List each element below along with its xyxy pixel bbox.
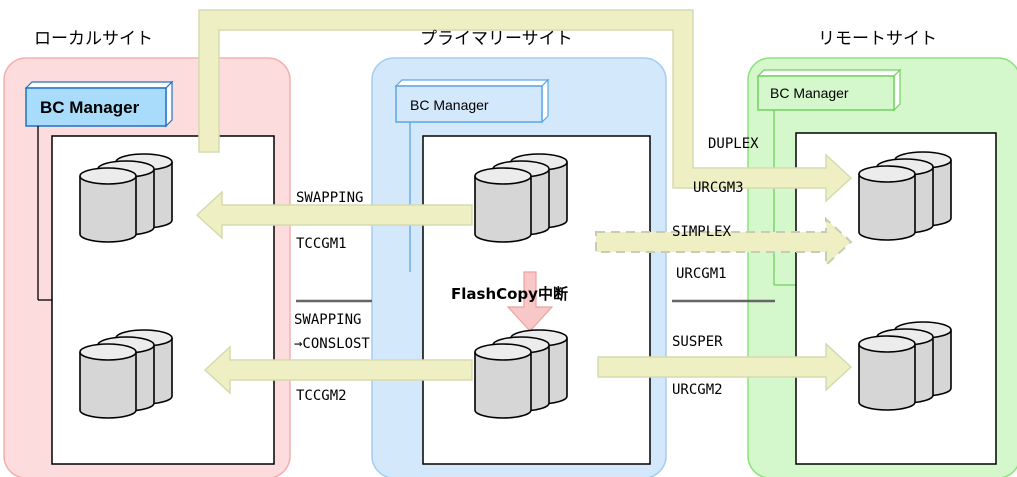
label-urcgm2: URCGM2: [672, 382, 723, 398]
label-urcgm1: URCGM1: [676, 266, 727, 282]
flashcopy-arrow: [506, 271, 554, 332]
label-urcgm3: URCGM3: [693, 180, 744, 196]
label-simplex: SIMPLEX: [672, 224, 732, 240]
primary-site-label: プライマリーサイト: [420, 29, 573, 49]
label-tccgm2: TCCGM2: [296, 388, 347, 404]
label-tccgm1: TCCGM1: [296, 236, 347, 252]
arrow-primary-to-local-bottom: [203, 345, 473, 395]
remote-site-label: リモートサイト: [818, 29, 937, 49]
remote-bc-manager: [756, 68, 902, 286]
label-conslost: →CONSLOST: [294, 336, 370, 352]
label-swapping-top: SWAPPING: [296, 190, 363, 206]
label-duplex: DUPLEX: [708, 136, 759, 152]
primary-bc-manager-label: BC Manager: [410, 97, 489, 113]
arrow-local-to-remote: [198, 9, 853, 203]
arrow-primary-to-local-top: [195, 190, 473, 240]
local-bc-manager-label: BC Manager: [40, 98, 140, 117]
arrow-primary-to-remote-dashed: [595, 216, 853, 268]
local-site-label: ローカルサイト: [34, 29, 153, 49]
label-swapping-bottom: SWAPPING: [294, 312, 361, 328]
remote-bc-manager-label: BC Manager: [770, 85, 849, 101]
local-bc-manager: [24, 80, 174, 301]
flashcopy-label: FlashCopy中断: [451, 285, 568, 303]
primary-bc-manager: [394, 78, 550, 272]
label-susper: SUSPER: [672, 334, 723, 350]
arrow-primary-to-remote-bottom: [597, 342, 853, 392]
